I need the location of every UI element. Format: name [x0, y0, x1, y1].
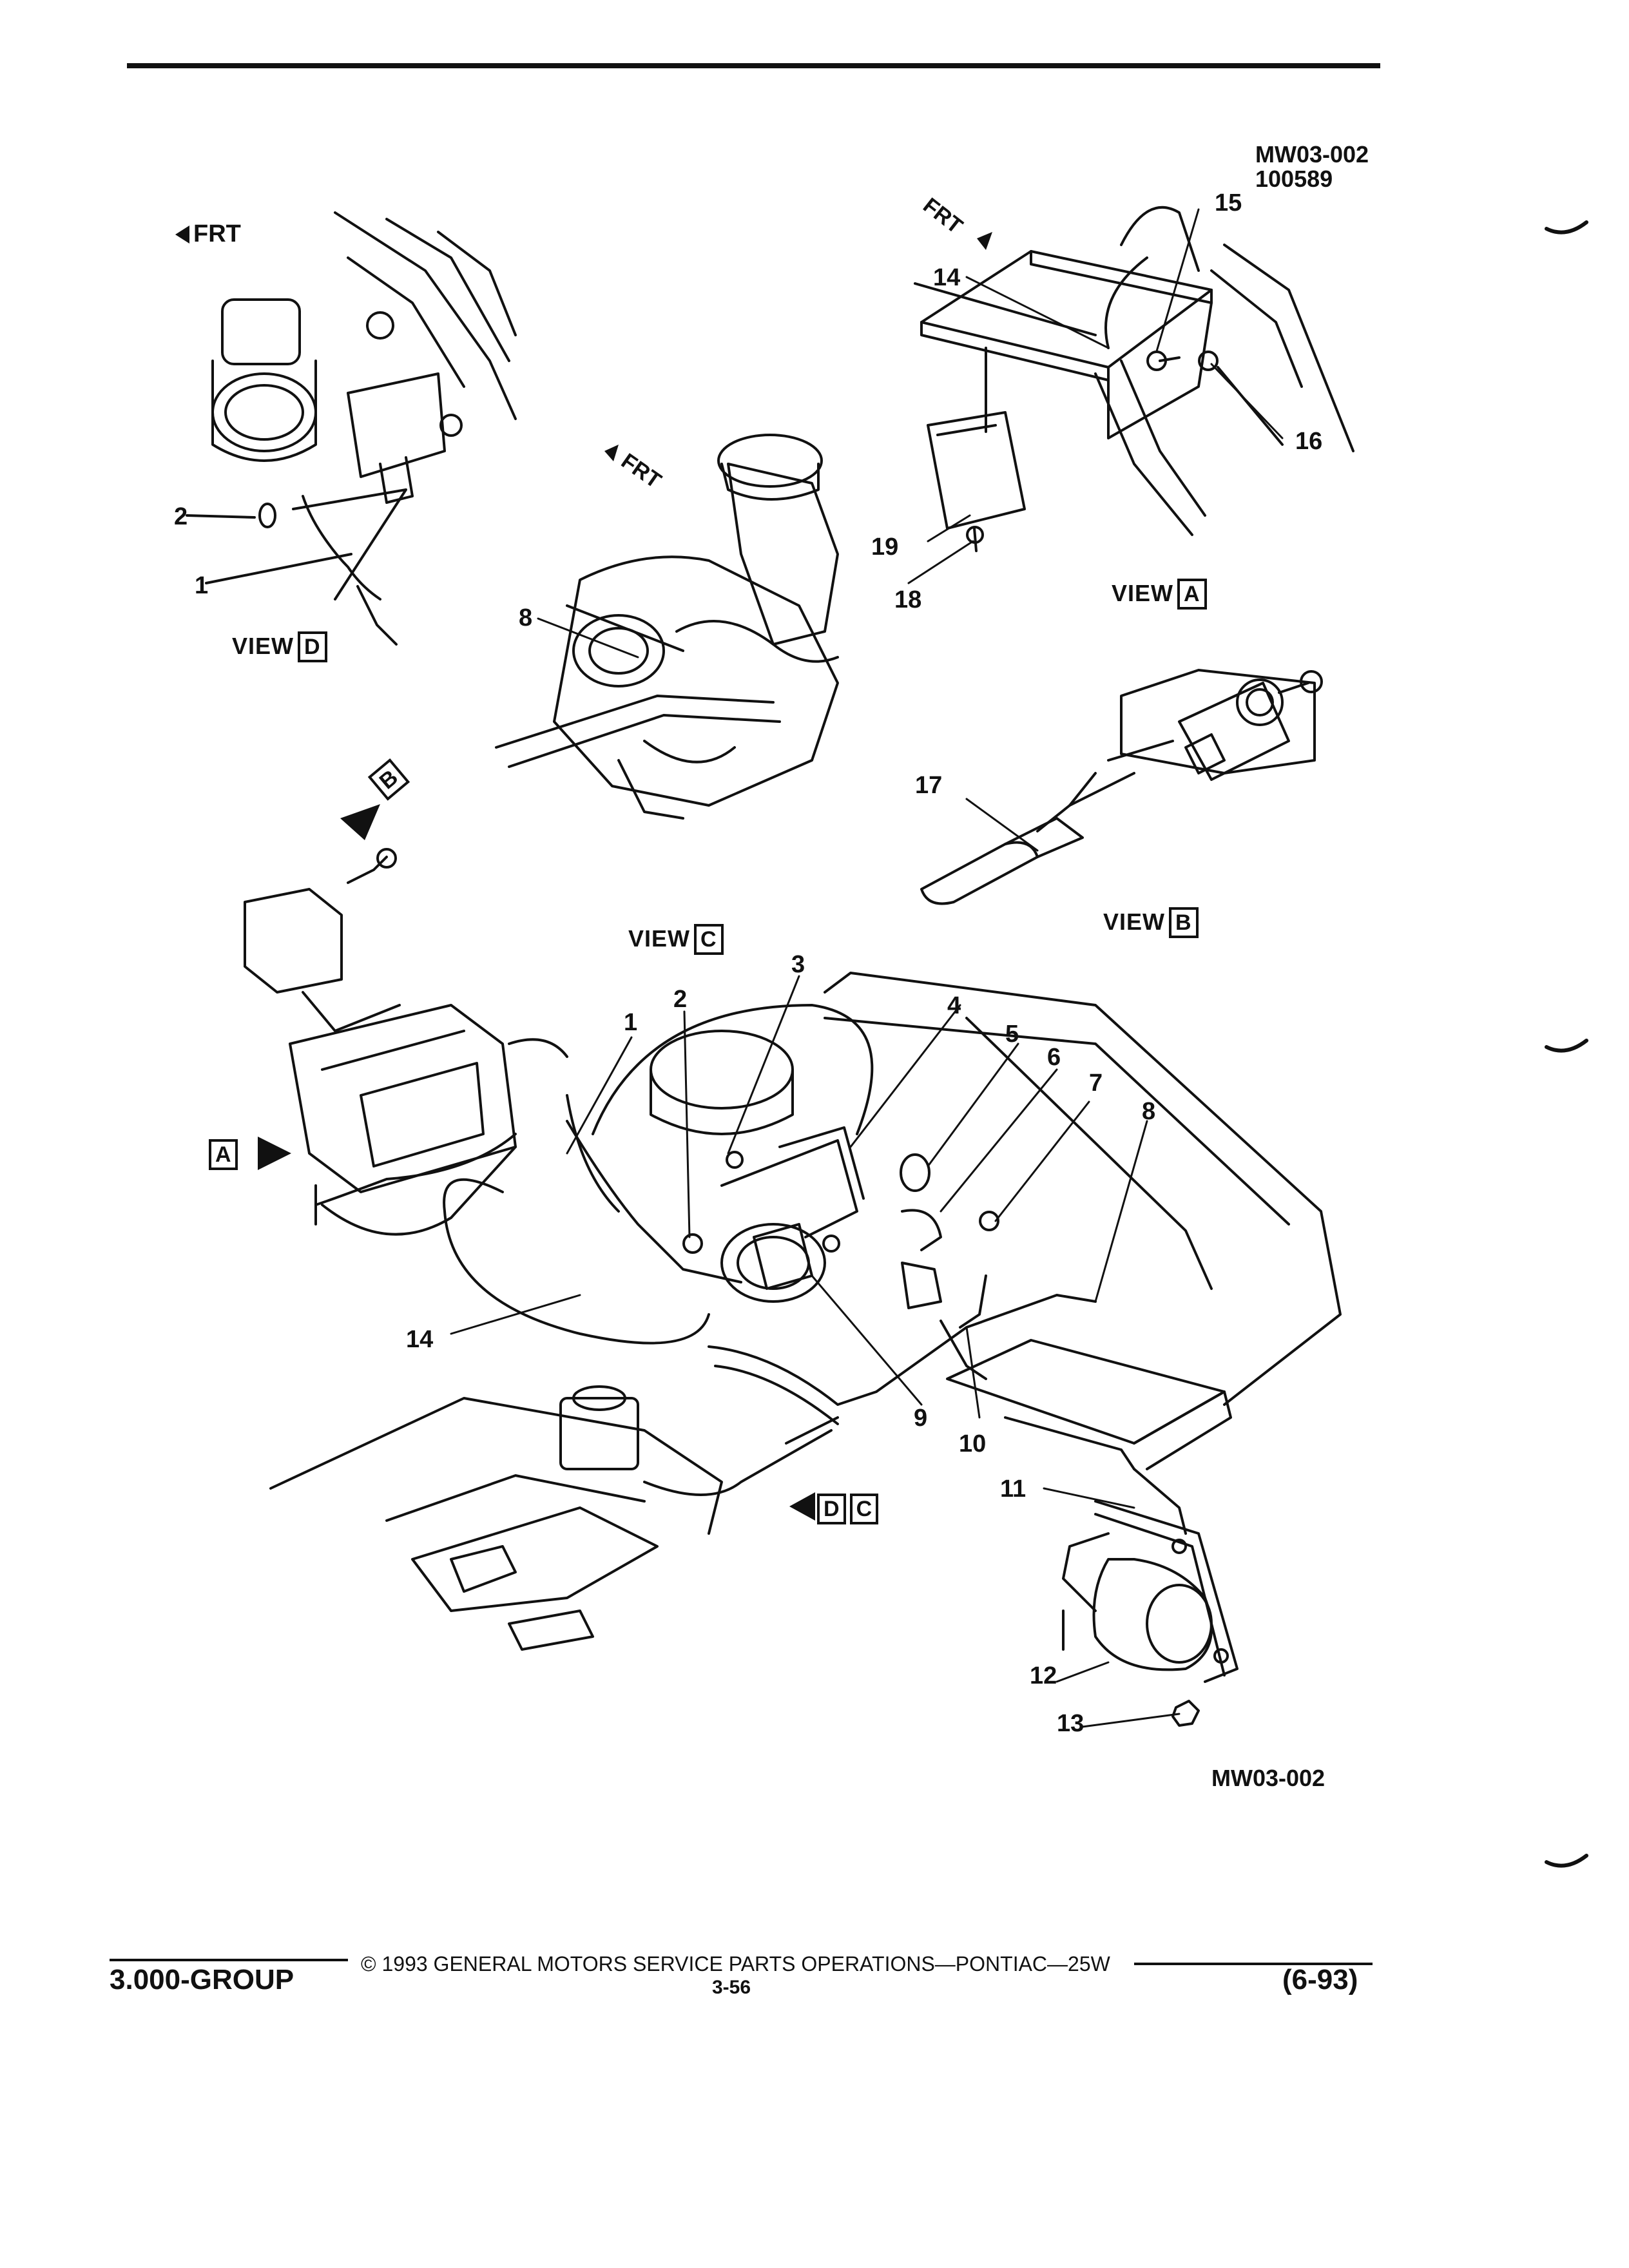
- view-dc-arrow: [789, 1492, 815, 1521]
- callout-main-8: 8: [1142, 1098, 1156, 1125]
- callout-main-14: 14: [406, 1326, 434, 1353]
- frt-label-view-d: FRT: [193, 220, 241, 247]
- callout-view-b-17: 17: [915, 772, 943, 799]
- frt-arrow-view-d: [175, 226, 189, 244]
- footer-page-number: 3-56: [712, 1977, 751, 1998]
- callout-main-6: 6: [1047, 1044, 1061, 1071]
- figure-code-top: MW03-002: [1255, 141, 1369, 168]
- view-c-illustration: [495, 434, 839, 820]
- frt-arrow-view-a: [977, 232, 992, 250]
- view-a-illustration: [914, 206, 1354, 552]
- callout-main-13: 13: [1057, 1710, 1084, 1737]
- callout-view-d-1: 1: [195, 572, 209, 599]
- view-b-arrow: [340, 804, 380, 840]
- callout-main-7: 7: [1089, 1070, 1103, 1097]
- footer-rule-left: [110, 1959, 348, 1961]
- footer-date: (6-93): [1282, 1964, 1358, 1995]
- figure-date-code: 100589: [1255, 166, 1333, 192]
- callout-view-a-15: 15: [1215, 189, 1242, 216]
- view-a-arrow: [258, 1137, 291, 1170]
- top-rule: [127, 63, 1380, 68]
- main-assembly-illustration: [244, 848, 1342, 1727]
- view-a-arrow-letter: A: [205, 1139, 238, 1170]
- callout-main-11: 11: [1000, 1475, 1027, 1503]
- footer-copyright: © 1993 GENERAL MOTORS SERVICE PARTS OPER…: [361, 1952, 1110, 1975]
- callout-main-12: 12: [1030, 1662, 1057, 1689]
- callout-main-4: 4: [947, 992, 961, 1019]
- frt-arrow-view-c: [604, 445, 619, 461]
- callout-view-c-8: 8: [519, 604, 533, 631]
- view-b-illustration: [920, 669, 1323, 905]
- callout-main-5: 5: [1005, 1021, 1019, 1048]
- figure-code-bottom: MW03-002: [1211, 1765, 1325, 1791]
- callout-view-a-18: 18: [894, 586, 922, 613]
- callout-view-d-2: 2: [174, 503, 188, 530]
- leader-lines: [450, 208, 1284, 1728]
- callout-main-2: 2: [673, 986, 688, 1013]
- callout-view-a-14: 14: [933, 264, 961, 291]
- callout-main-10: 10: [959, 1430, 987, 1457]
- callout-main-9: 9: [914, 1405, 928, 1432]
- view-d-illustration: [186, 211, 517, 646]
- callout-view-a-19: 19: [871, 533, 899, 561]
- arrow-glyphs: [175, 226, 992, 1521]
- callout-view-a-16: 16: [1295, 428, 1323, 455]
- footer-rule-right: [1134, 1963, 1373, 1965]
- footer-group: 3.000-GROUP: [110, 1964, 294, 1995]
- callout-main-3: 3: [791, 951, 805, 978]
- callout-main-1: 1: [624, 1009, 638, 1036]
